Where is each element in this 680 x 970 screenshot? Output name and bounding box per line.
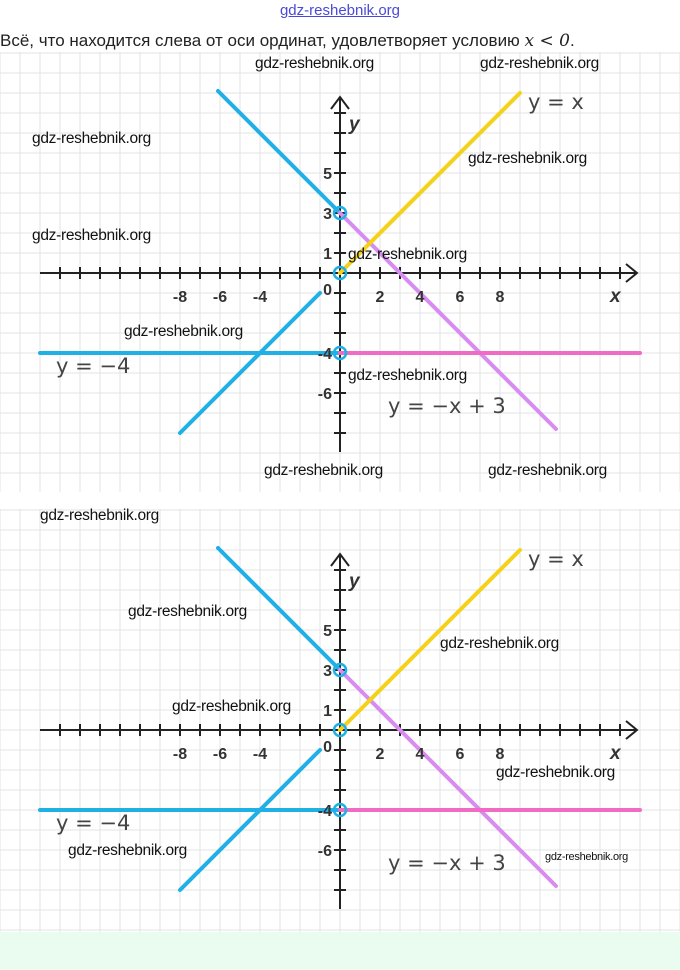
watermark: gdz-reshebnik.org: [348, 246, 467, 263]
site-link[interactable]: gdz-reshebnik.org: [279, 2, 401, 19]
watermark: gdz-reshebnik.org: [496, 764, 615, 781]
series-line: [338, 668, 558, 888]
y-tick-label: 1: [323, 703, 332, 720]
x-axis-label: x: [609, 743, 622, 764]
watermark: gdz-reshebnik.org: [172, 698, 291, 715]
x-axis-label: x: [609, 286, 622, 307]
x-tick-label: -8: [173, 746, 187, 763]
watermark: gdz-reshebnik.org: [348, 367, 467, 384]
x-tick-label: -6: [213, 746, 227, 763]
x-tick-label: 6: [456, 746, 465, 763]
series-line: [178, 291, 322, 435]
x-tick-label: -4: [253, 746, 267, 763]
graph-2: -8 -6 -4 2 4 6 8 5 3 1 -4 -6 0 x y y = x y = −4 y = −x + …: [0, 509, 680, 949]
watermark: gdz-reshebnik.org: [468, 150, 587, 167]
watermark: gdz-reshebnik.org: [32, 130, 151, 147]
watermark: gdz-reshebnik.org: [480, 55, 599, 72]
x-tick-label: 2: [376, 289, 385, 306]
equation-label: y = −x + 3: [388, 394, 506, 418]
open-point: [332, 205, 348, 221]
x-tick-label: 4: [416, 746, 425, 763]
y-axis-label: y: [348, 114, 361, 135]
y-axis-label: y: [348, 571, 361, 592]
x-tick-label: -4: [253, 289, 267, 306]
y-tick-label: 3: [323, 206, 332, 223]
y-tick-label: -4: [318, 803, 332, 820]
intro-math: x < 0: [524, 31, 571, 51]
watermark: gdz-reshebnik.org: [440, 635, 559, 652]
open-point: [332, 662, 348, 678]
open-point: [332, 802, 348, 818]
y-tick-label: 1: [323, 246, 332, 263]
y-tick-label: 5: [323, 623, 332, 640]
y-tick-label: -4: [318, 346, 332, 363]
y-tick-label: 5: [323, 166, 332, 183]
watermark: gdz-reshebnik.org: [40, 507, 159, 524]
series-line: [338, 548, 522, 732]
equation-label: y = −4: [56, 354, 130, 378]
watermark: gdz-reshebnik.org: [264, 462, 383, 479]
footer-band: [0, 932, 680, 970]
open-point: [332, 265, 348, 281]
origin-label: 0: [323, 282, 332, 299]
equation-label: y = x: [528, 90, 584, 114]
y-tick-label: -6: [318, 386, 332, 403]
equation-label: y = x: [528, 547, 584, 571]
x-axis-arrow: [625, 263, 639, 283]
open-point: [332, 722, 348, 738]
watermark: gdz-reshebnik.org: [124, 323, 243, 340]
open-point: [332, 345, 348, 361]
intro-text: Всё, что находится слева от оси ординат,…: [0, 31, 525, 50]
y-tick-label: -6: [318, 843, 332, 860]
graph-1: -8 -6 -4 2 4 6 8 5 3 1 -4 -6 0 x y y = x y = −4 y = −x + …: [0, 52, 680, 492]
series-line: [338, 91, 522, 275]
x-tick-label: 4: [416, 289, 425, 306]
watermark: gdz-reshebnik.org: [545, 851, 628, 863]
x-axis-arrow: [625, 720, 639, 740]
watermark: gdz-reshebnik.org: [68, 842, 187, 859]
y-tick-label: 3: [323, 663, 332, 680]
y-axis-arrow: [330, 552, 350, 567]
series-line: [216, 546, 342, 672]
y-axis-arrow: [330, 95, 350, 110]
x-tick-label: -6: [213, 289, 227, 306]
intro-end: .: [570, 31, 575, 50]
intro-sentence: Всё, что находится слева от оси ординат,…: [0, 31, 575, 51]
watermark: gdz-reshebnik.org: [128, 603, 247, 620]
equation-label: y = −4: [56, 811, 130, 835]
watermark: gdz-reshebnik.org: [32, 227, 151, 244]
x-tick-label: 8: [496, 746, 505, 763]
series-line: [178, 748, 322, 892]
watermark: gdz-reshebnik.org: [255, 55, 374, 72]
equation-label: y = −x + 3: [388, 851, 506, 875]
series-line: [216, 89, 342, 215]
x-tick-label: 8: [496, 289, 505, 306]
origin-label: 0: [323, 739, 332, 756]
series-line: [338, 211, 558, 431]
x-tick-label: -8: [173, 289, 187, 306]
x-tick-label: 2: [376, 746, 385, 763]
watermark: gdz-reshebnik.org: [488, 462, 607, 479]
x-tick-label: 6: [456, 289, 465, 306]
